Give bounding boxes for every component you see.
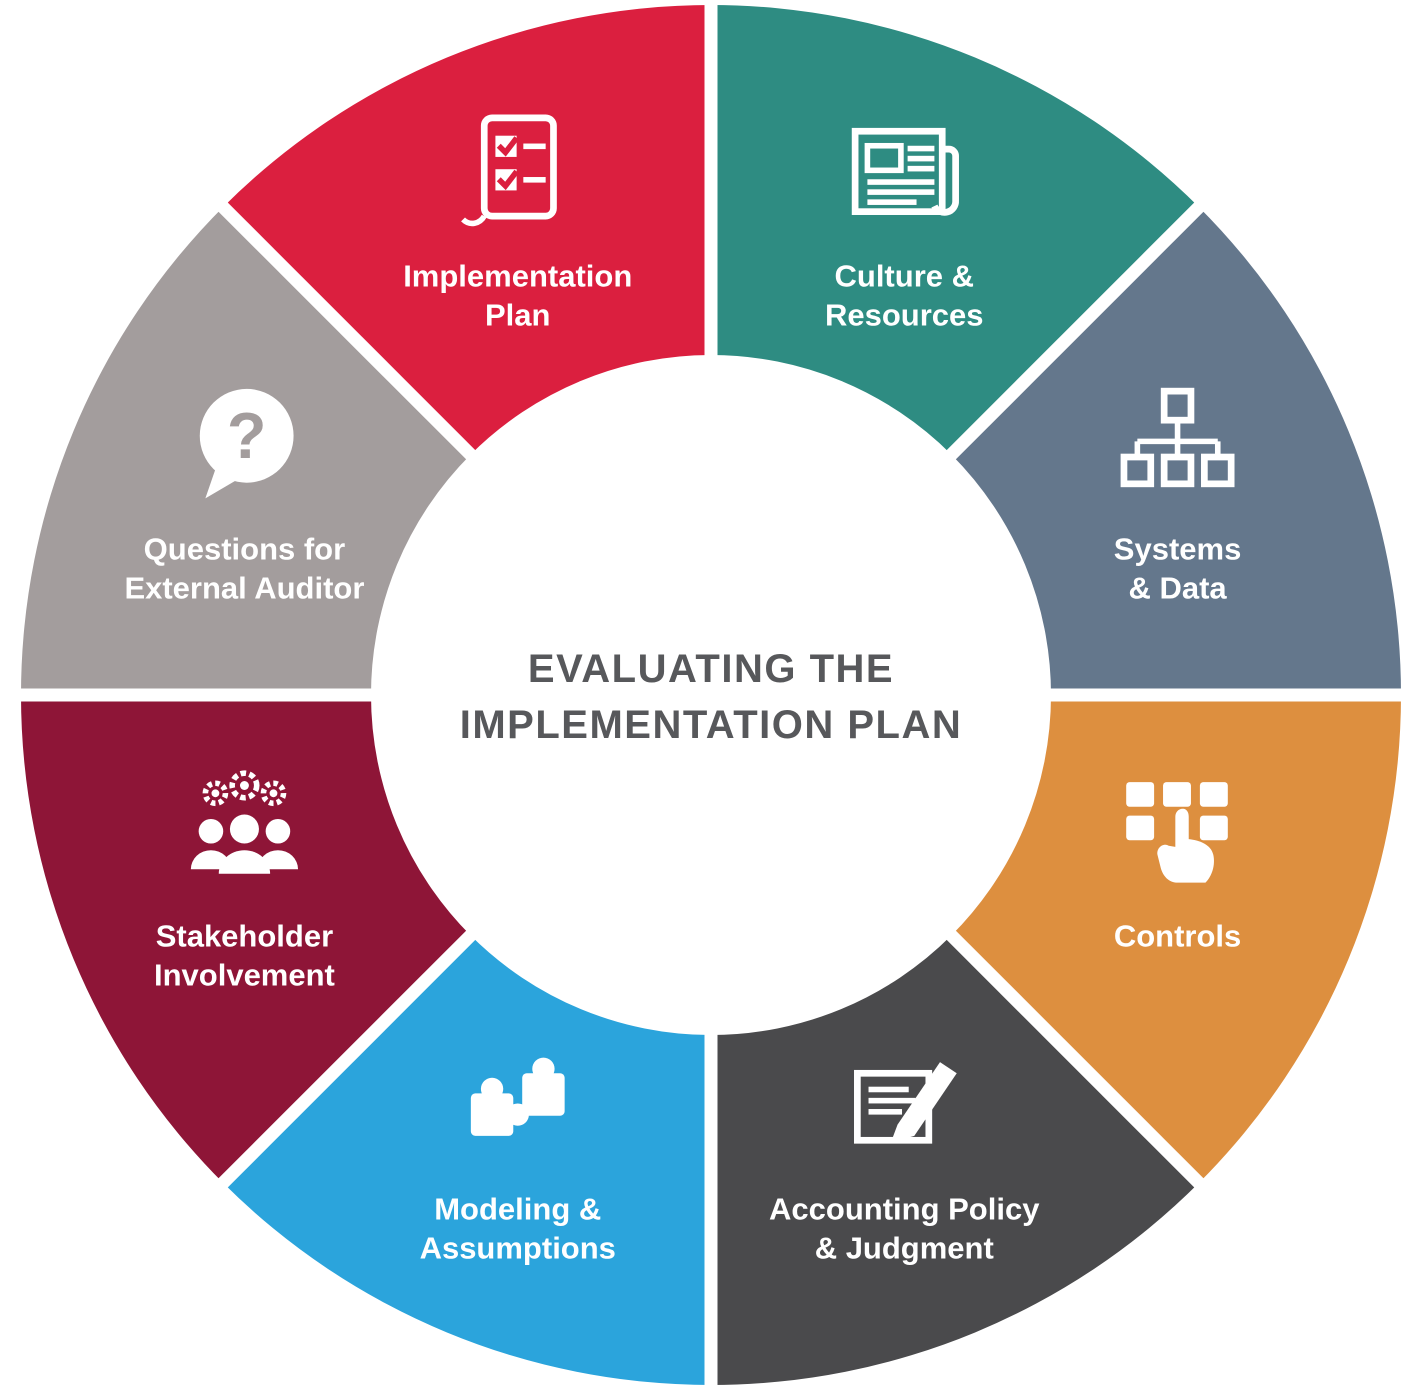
segment-implementation-plan (223, 5, 711, 455)
segment-separator (942, 198, 1208, 464)
segment-label-accounting-policy-judgment: Accounting Policy& Judgment (769, 1192, 1040, 1266)
center-title-line-2: IMPLEMENTATION PLAN (460, 703, 963, 747)
segment-label-culture-resources: Culture &Resources (825, 258, 984, 332)
segment-label-modeling-assumptions: Modeling &Assumptions (420, 1192, 616, 1266)
segment-culture-resources (711, 5, 1199, 455)
segment-controls (951, 695, 1401, 1183)
center-title-line-1: EVALUATING THE (528, 647, 894, 691)
segment-separator (942, 926, 1208, 1192)
segment-separator (214, 926, 480, 1192)
wheel-separators (15, 0, 1407, 1389)
segment-modeling-assumptions (223, 935, 711, 1385)
segment-accounting-policy-judgment (711, 935, 1199, 1385)
segment-stakeholder-involvement (21, 695, 471, 1183)
segment-separator (214, 198, 480, 464)
wheel-segments (21, 5, 1401, 1385)
segment-label-systems-data: Systems& Data (1114, 532, 1242, 606)
segment-label-controls: Controls (1114, 918, 1241, 953)
